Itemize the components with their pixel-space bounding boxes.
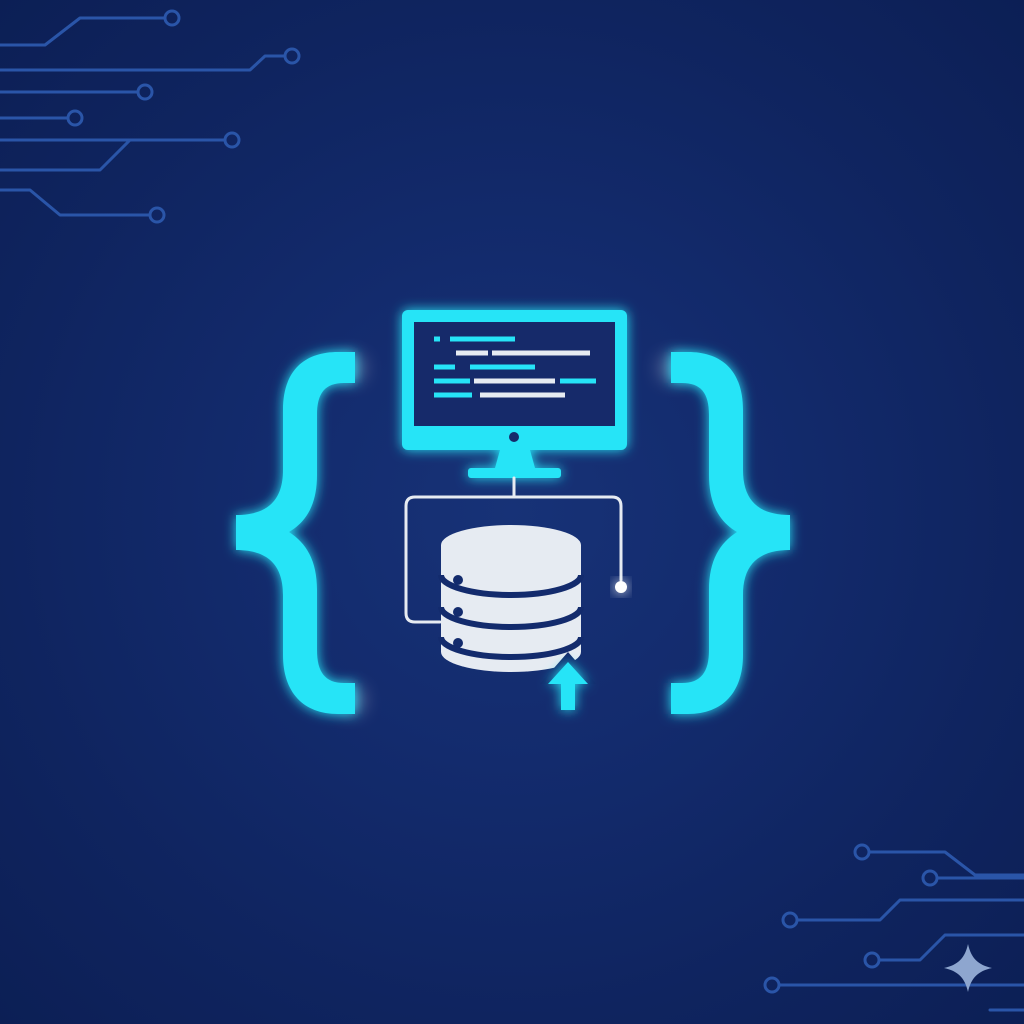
- circuit-traces-top-left-icon: [0, 9, 301, 224]
- upload-arrow-icon: [540, 652, 596, 712]
- circuit-traces-bottom-right-icon: [763, 843, 1024, 1012]
- right-curly-brace-icon: [671, 352, 790, 714]
- database-icon: [438, 525, 584, 672]
- sparkle-icon: [944, 944, 992, 992]
- connector-node-icon: [615, 581, 627, 593]
- code-lines-icon: [434, 336, 596, 398]
- connector-lines-icon: [404, 476, 623, 624]
- left-curly-brace-icon: [236, 352, 355, 714]
